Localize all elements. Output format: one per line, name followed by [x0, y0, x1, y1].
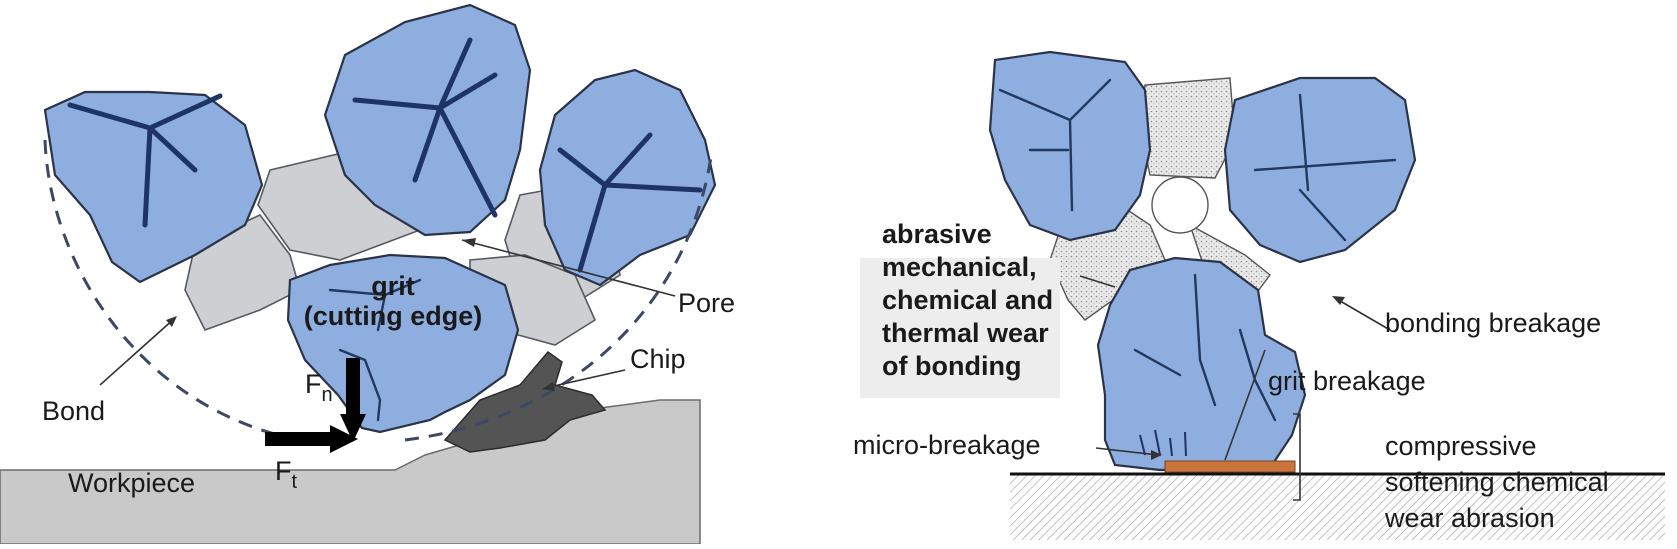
- chip-label: Chip: [630, 344, 686, 374]
- grit-particle: [988, 50, 1152, 242]
- fn-label: Fn: [305, 369, 333, 406]
- cutting-edge-label: (cutting edge): [304, 301, 482, 331]
- pore-label: Pore: [678, 288, 735, 318]
- bonding-wear-label: abrasive mechanical, chemical and therma…: [882, 219, 1061, 381]
- bond-arrowhead: [166, 316, 177, 327]
- bonding-wear-highlight: [860, 258, 1060, 398]
- wheel-outline: [43, 139, 714, 442]
- bonding-breakage-label: bonding breakage: [1385, 308, 1601, 338]
- chip-leader: [544, 369, 626, 389]
- bonding-breakage-arrowhead: [1332, 296, 1345, 305]
- grit-particle: [43, 90, 264, 284]
- wear-mechanisms-label: compressive softening chemical wear abra…: [1384, 431, 1616, 533]
- compressive-bracket: [1293, 413, 1301, 501]
- pore-leader: [461, 239, 676, 297]
- chip-arrowhead: [542, 382, 555, 391]
- force-normal: [340, 358, 366, 442]
- grit-particle: [1223, 76, 1417, 264]
- micro-breakage-leader: [1095, 447, 1159, 456]
- micro-cracks: [1139, 429, 1187, 457]
- grit-particle: [323, 3, 532, 237]
- pore-arrowhead: [462, 238, 476, 247]
- bond-label: Bond: [42, 396, 105, 426]
- bonding-breakage-leader: [1334, 297, 1391, 331]
- force-tangential: [265, 425, 358, 453]
- cutting-grit: [286, 253, 520, 434]
- right-figure: abrasive mechanical, chemical and therma…: [853, 50, 1665, 540]
- chip: [443, 350, 607, 453]
- bonding-wear-leader: [1079, 275, 1116, 288]
- grit-breakage-label: grit breakage: [1268, 366, 1426, 396]
- wear-flat: [1164, 460, 1296, 473]
- left-figure: grit (cutting edge) Pore Chip Bond Workp…: [0, 3, 735, 545]
- micro-breakage-label: micro-breakage: [853, 430, 1041, 460]
- ft-label: Ft: [275, 456, 298, 493]
- bond-leader: [99, 317, 176, 386]
- grit-label: grit: [371, 271, 415, 301]
- grit-particle: [1096, 256, 1307, 472]
- grit-particle: [538, 68, 717, 287]
- workpiece-label: Workpiece: [68, 468, 195, 498]
- micro-breakage-arrowhead: [1151, 450, 1162, 460]
- grit-breakage-leader: [1224, 349, 1266, 461]
- workpiece: [1010, 475, 1665, 540]
